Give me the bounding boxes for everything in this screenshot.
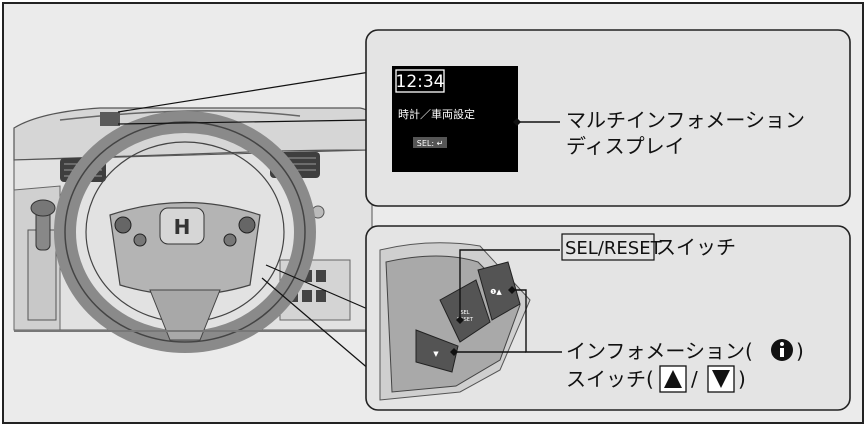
- multi-info-display: 12:34 時計／車両設定 SEL: ↵: [392, 66, 518, 172]
- display-clock: 12:34: [396, 72, 445, 92]
- info-switch-label-line2-sep: /: [691, 367, 698, 391]
- info-switch-label-line2-close: ): [738, 367, 746, 391]
- display-location-marker: [100, 112, 120, 126]
- info-switch-label-line1: インフォメーション(: [566, 339, 753, 363]
- info-up-button[interactable]: [477, 261, 521, 321]
- steering-switch-closeup: SEL RESET ❶▲ ▼: [379, 242, 531, 401]
- sel-reset-key-text: SEL/RESET: [565, 238, 663, 259]
- dashboard-illustration: H: [13, 107, 373, 353]
- sel-button-label-2: RESET: [457, 317, 474, 323]
- svg-text:▼: ▼: [433, 350, 439, 358]
- info-down-button[interactable]: [415, 329, 459, 373]
- sel-button-label-1: SEL: [460, 310, 469, 316]
- svg-text:❶▲: ❶▲: [490, 288, 502, 296]
- multi-info-display-label-line1: マルチインフォメーション: [566, 108, 805, 132]
- display-sel-hint: SEL: ↵: [417, 139, 444, 148]
- sel-reset-suffix: スイッチ: [656, 235, 736, 259]
- up-arrow-key-icon: [659, 365, 687, 393]
- multi-info-display-label-line2: ディスプレイ: [566, 134, 685, 158]
- svg-text:H: H: [174, 215, 191, 239]
- info-switch-leader: [454, 289, 562, 353]
- info-switch-label-line2: スイッチ(: [566, 367, 654, 391]
- info-switch-label-line1-close: ): [796, 339, 804, 363]
- down-arrow-key-icon: [707, 365, 735, 393]
- sel-reset-button[interactable]: [439, 279, 491, 343]
- callout-lines: [117, 71, 371, 371]
- info-icon: [771, 339, 793, 361]
- sel-reset-key-box: [561, 233, 655, 261]
- display-menu-text: 時計／車両設定: [398, 107, 475, 121]
- sel-reset-leader: [459, 249, 560, 320]
- gear-lever: [27, 199, 57, 321]
